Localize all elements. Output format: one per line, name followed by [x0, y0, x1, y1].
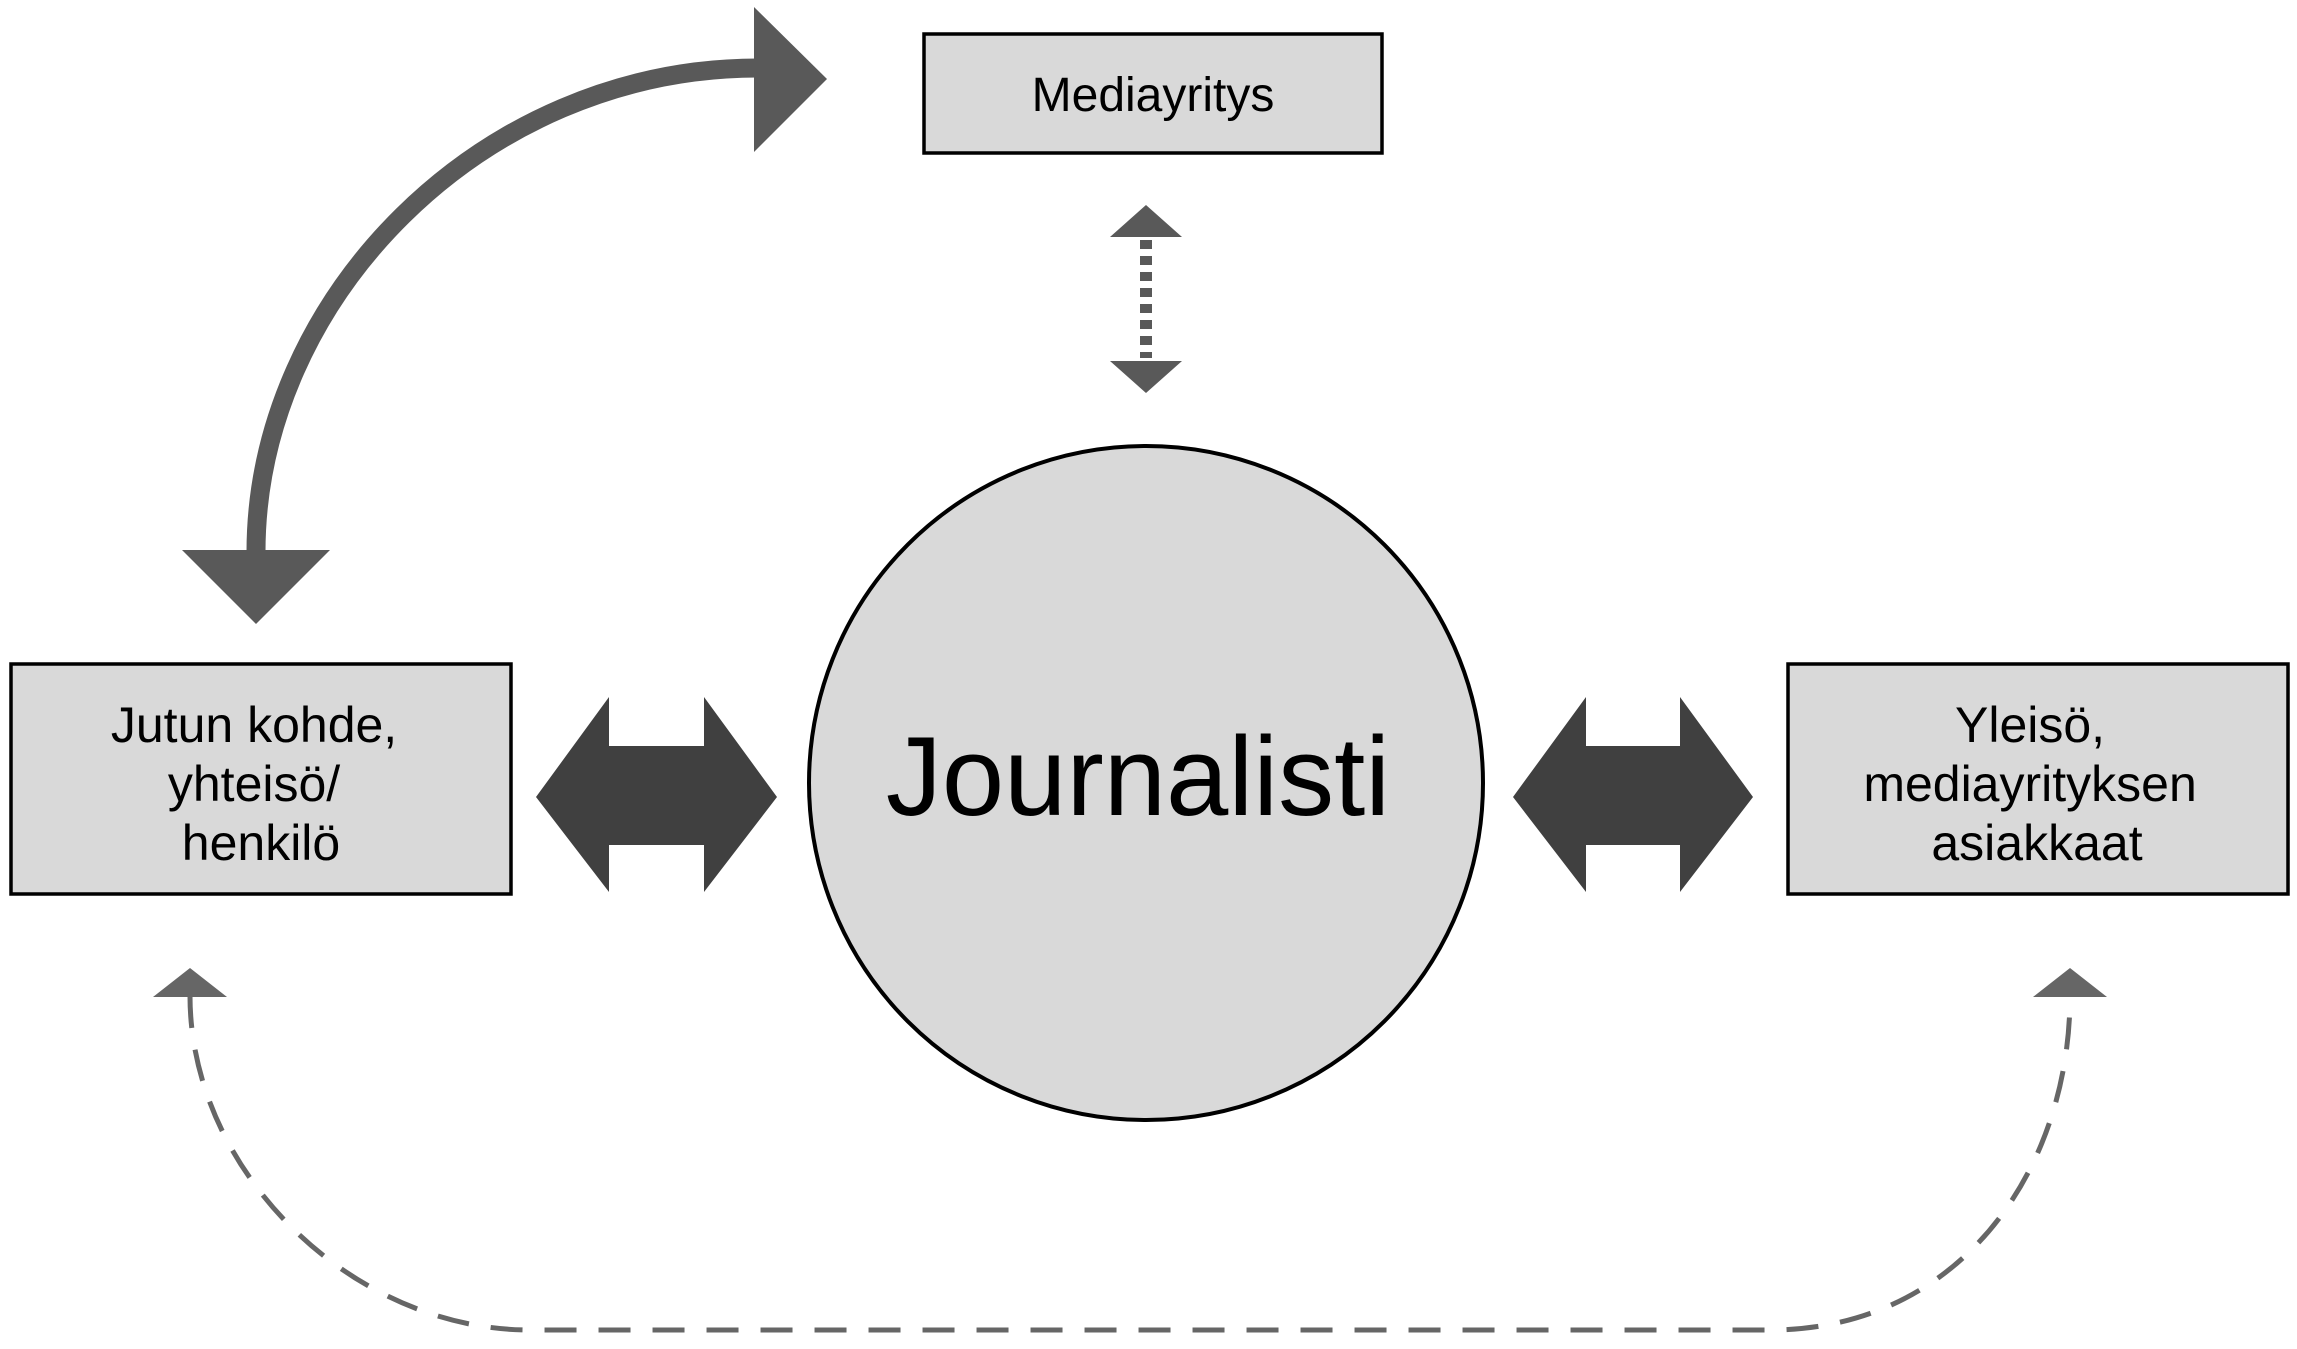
subject-media-curved-arrow [182, 7, 827, 624]
journalist-label: Journalisti [886, 714, 1390, 839]
subject-box [9, 662, 513, 896]
dashed-arrow-curve [187, 995, 2073, 1333]
subject-label-line: yhteisö/ [168, 756, 340, 812]
audience-label-line: Yleisö, [1955, 697, 2105, 753]
journalist-node: Journalisti [807, 444, 1485, 1122]
journalist-audience-double-arrow [1513, 697, 1753, 892]
audience-label-line: mediayrityksen [1863, 756, 2196, 812]
media-company-node: Mediayritys [922, 32, 1384, 155]
dotted-arrow-head-up [1110, 205, 1182, 237]
journalist-circle [807, 444, 1485, 1122]
subject-audience-dashed-arrow [153, 968, 2107, 1333]
media-journalist-dotted-arrow [1110, 205, 1182, 393]
subject-label: Jutun kohde, yhteisö/ henkilö [111, 697, 411, 871]
audience-box [1786, 662, 2290, 896]
curved-arrow-head-right [754, 7, 827, 152]
subject-journalist-double-arrow [536, 697, 777, 892]
subject-label-line: Jutun kohde, [111, 697, 397, 753]
dashed-arrow-head-left [153, 968, 227, 997]
subject-label-line: henkilö [182, 815, 340, 871]
audience-node: Yleisö, mediayrityksen asiakkaat [1786, 662, 2290, 896]
audience-label: Yleisö, mediayrityksen asiakkaat [1863, 697, 2210, 871]
audience-label-line: asiakkaat [1931, 815, 2142, 871]
dotted-arrow-head-down [1110, 361, 1182, 393]
media-company-label: Mediayritys [1032, 69, 1275, 122]
subject-node: Jutun kohde, yhteisö/ henkilö [9, 662, 513, 896]
curved-arrow-head-down [182, 550, 330, 624]
curved-arrow-shaft [246, 58, 759, 553]
media-company-box [922, 32, 1384, 155]
dashed-arrow-head-right [2033, 968, 2107, 997]
